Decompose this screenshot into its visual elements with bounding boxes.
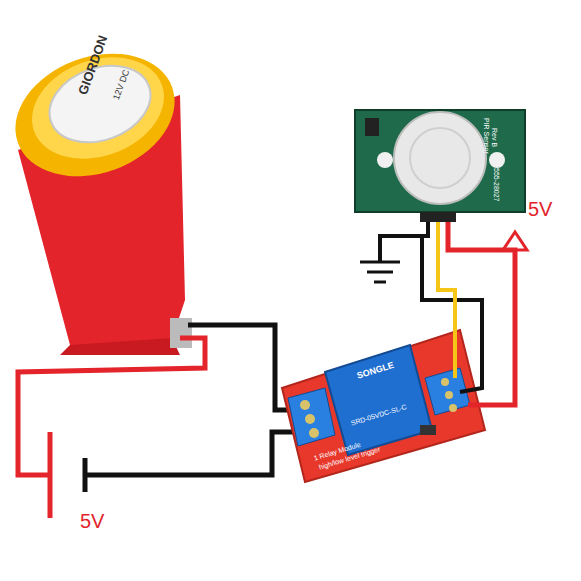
pir-sensor [355, 110, 525, 222]
supply-arrow [503, 232, 527, 250]
board-text: 555-28027 [492, 168, 500, 201]
black-wire [188, 325, 300, 410]
voltage-label: 5V [80, 510, 104, 532]
red-wire [18, 338, 205, 475]
board-text: PIR Sensor [482, 118, 490, 154]
ground-symbol [360, 262, 400, 282]
board-text: Rev B [490, 128, 498, 147]
siren [0, 32, 192, 355]
black-wire [422, 236, 482, 392]
black-wire [85, 432, 300, 475]
battery-symbol [50, 432, 85, 518]
voltage-label: 5V [528, 198, 552, 220]
